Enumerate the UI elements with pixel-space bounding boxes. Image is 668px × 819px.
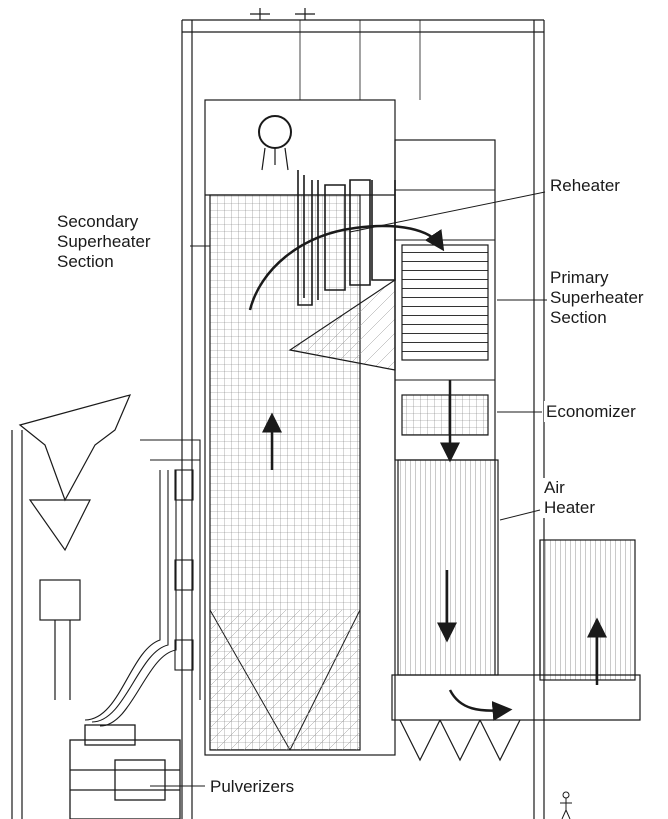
label-pulverizers: Pulverizers — [208, 776, 297, 797]
label-secondary-line-3: Section — [57, 252, 114, 271]
person-figure — [560, 791, 572, 819]
label-reheater: Reheater — [548, 175, 622, 196]
label-primary-line-3: Section — [550, 308, 607, 327]
label-economizer: Economizer — [544, 401, 638, 422]
label-primary-superheater: Primary Superheater Section — [548, 268, 646, 328]
air-heater-ducts — [391, 459, 641, 762]
pulverizers — [69, 724, 181, 819]
convection-pass — [394, 139, 496, 461]
label-secondary-line-1: Secondary — [57, 212, 139, 231]
label-air-heater-line-2: Heater — [544, 498, 596, 517]
gas-flow-arrows — [248, 224, 607, 721]
steel-structure — [181, 8, 545, 819]
label-secondary-superheater: Secondary Superheater Section — [55, 212, 153, 272]
coal-pipes — [84, 439, 201, 727]
label-air-heater-line-1: Air — [544, 478, 565, 497]
coal-hopper — [11, 394, 132, 819]
label-air-heater: Air Heater — [542, 478, 598, 518]
furnace-enclosure — [204, 99, 396, 756]
label-primary-line-2: Superheater — [550, 288, 644, 307]
steam-drum — [258, 115, 292, 171]
label-secondary-line-2: Superheater — [57, 232, 151, 251]
label-primary-line-1: Primary — [550, 268, 609, 287]
